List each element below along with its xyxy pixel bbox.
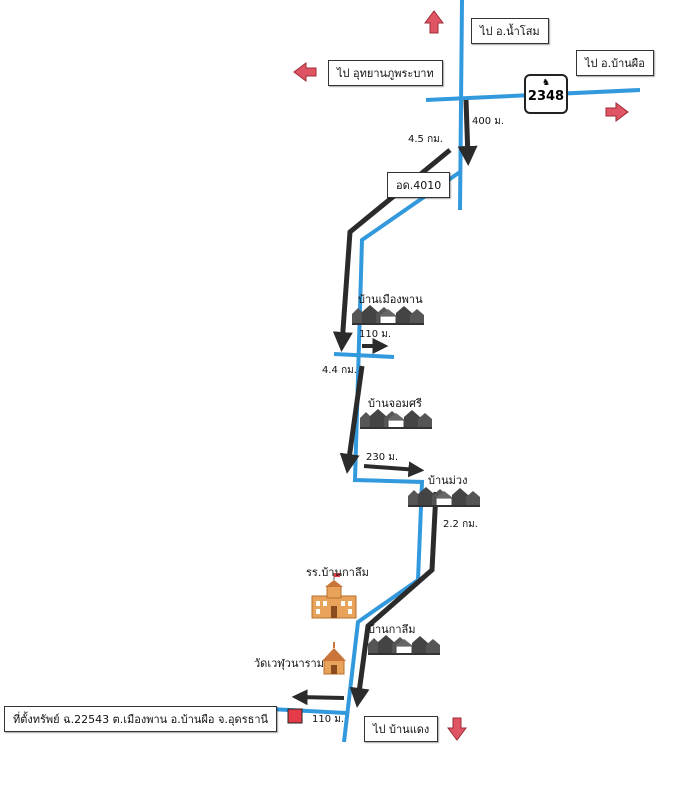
school-building-icon — [311, 573, 357, 619]
red-arrow-icon-south — [447, 717, 467, 741]
label-to-ban-phue: ไป อ.บ้านผือ — [576, 50, 654, 76]
arrow-110m-bottom — [291, 689, 345, 706]
red-arrow-icon-east — [605, 102, 629, 122]
route-number: 2348 — [527, 89, 565, 104]
village-houses-icon-kalum — [367, 634, 441, 656]
label-property-location: ที่ตั้งทรัพย์ ฉ.22543 ต.เมืองพาน อ.บ้านผ… — [4, 706, 278, 732]
property-marker-icon — [287, 708, 303, 724]
label-to-nam-som: ไป อ.น้ำโสม — [471, 18, 549, 44]
road-bottom-branch — [269, 707, 347, 715]
label-to-ban-daeng: ไป บ้านแดง — [364, 716, 439, 742]
temple-icon — [322, 642, 346, 675]
village-houses-icon-muang — [407, 486, 481, 508]
label-dist-400m: 400 ม. — [472, 116, 505, 127]
red-arrow-icon-north — [424, 10, 444, 34]
road-network — [269, 0, 641, 743]
road-mueang-phan-cross — [333, 352, 395, 359]
label-dist-2-2km: 2.2 กม. — [443, 519, 478, 530]
road-main-route — [342, 170, 462, 743]
label-temple: วัดเวฬุวนาราม — [254, 657, 324, 670]
garuda-emblem-icon: ♞ — [541, 78, 551, 88]
route-shield-2348: ♞ 2348 — [524, 74, 568, 114]
arrow-2-2km — [349, 491, 439, 708]
arrow-400m — [457, 99, 478, 166]
label-dist-4-4km: 4.4 กม. — [322, 365, 357, 376]
arrow-230m — [363, 461, 425, 478]
label-dist-110m-bottom: 110 ม. — [312, 714, 345, 725]
road-north-south-top — [458, 0, 464, 211]
label-village-chom-si: บ้านจอมศรี — [368, 397, 422, 410]
label-school-ban-kalum: รร.บ้านกาลึม — [306, 566, 369, 579]
label-to-phu-phrabat: ไป อุทยานภูพระบาท — [328, 60, 443, 86]
village-houses-icon-chom-si — [359, 408, 433, 430]
village-houses-icon-mueang-phan — [351, 304, 425, 326]
arrow-4-4km — [339, 365, 365, 474]
label-village-mueang-phan: บ้านเมืองพาน — [358, 293, 423, 306]
red-arrow-icon-west — [293, 62, 317, 82]
label-village-muang: บ้านม่วง — [428, 474, 468, 487]
label-village-kalum: บ้านกาลึม — [368, 623, 416, 636]
label-dist-110m-top: 110 ม. — [359, 329, 392, 340]
label-dist-4-5km: 4.5 กม. — [408, 134, 443, 145]
label-dist-230m: 230 ม. — [366, 452, 399, 463]
label-road-code: อด.4010 — [387, 172, 451, 198]
